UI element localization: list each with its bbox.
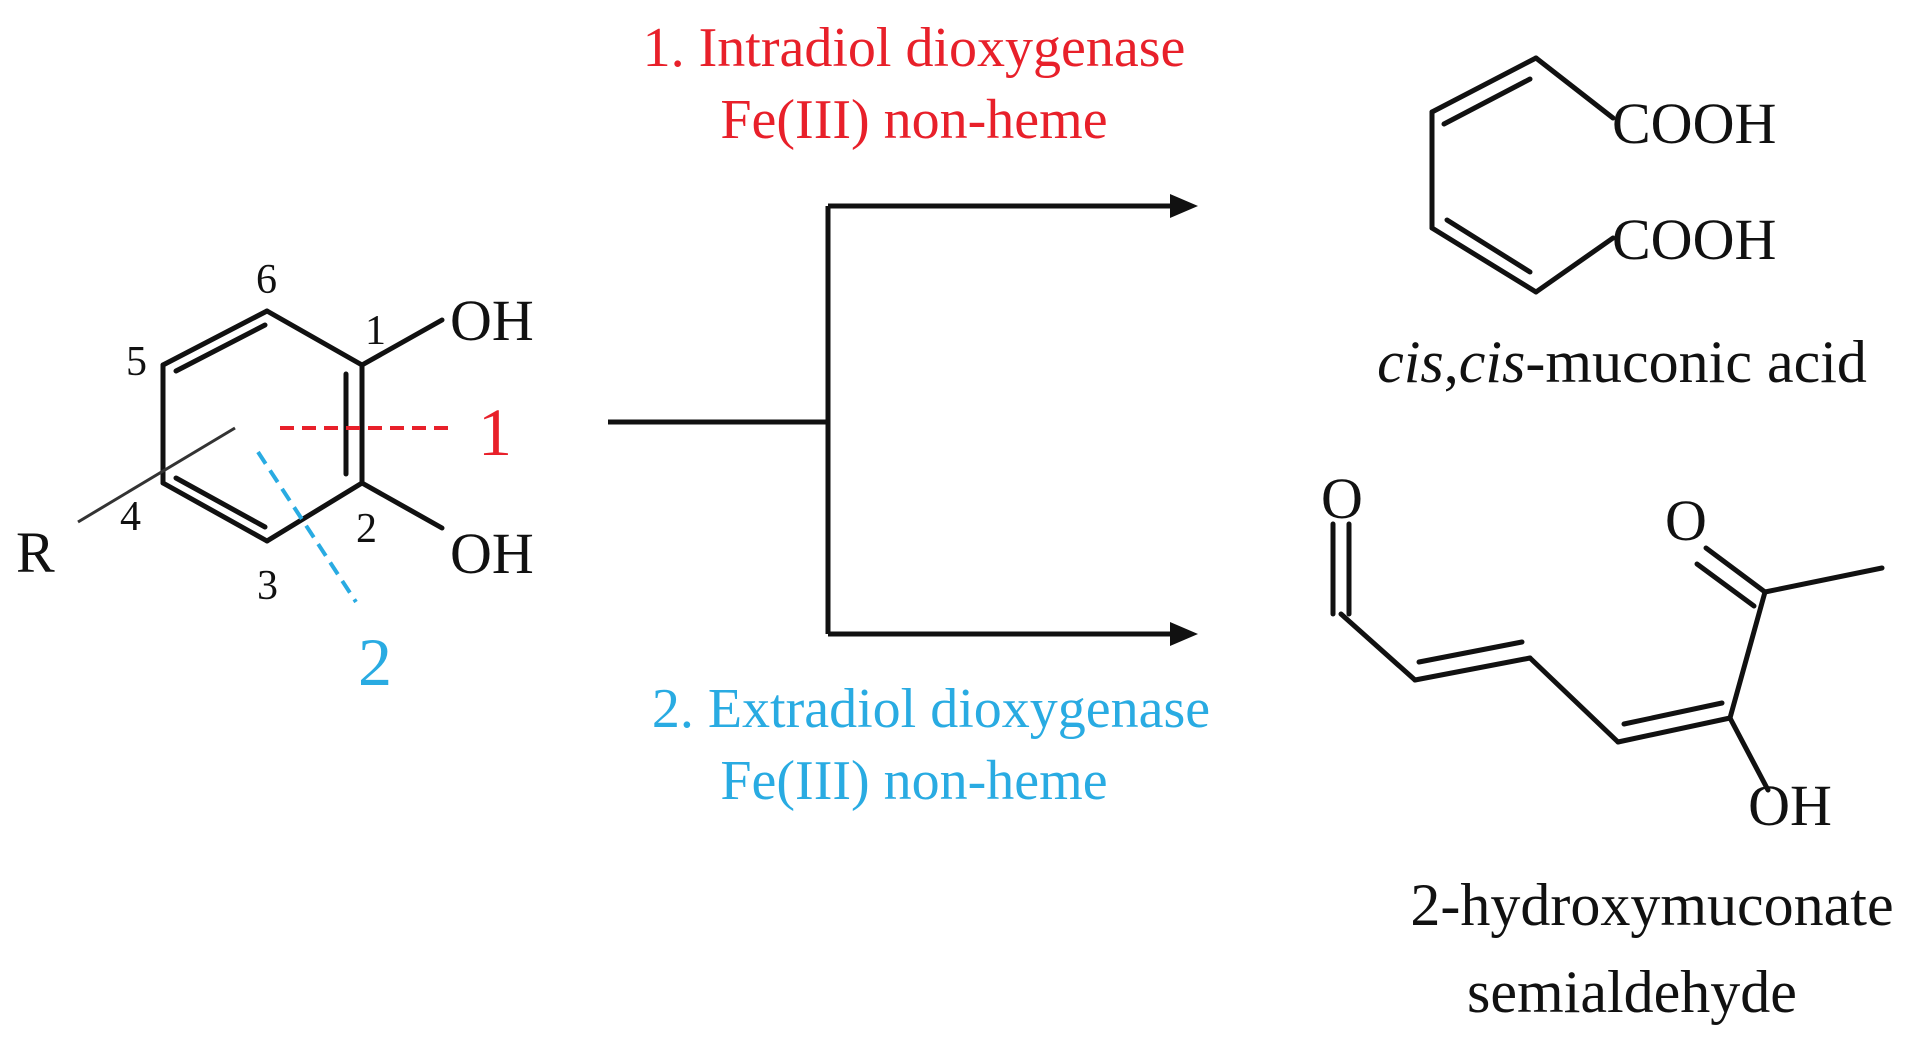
hms-bond-5 [1727,589,1768,721]
hms-name-line1: 2-hydroxymuconate [1410,872,1893,938]
extradiol-cofactor-label: Fe(III) non-heme [720,750,1107,812]
hms-bond-1 [1338,611,1418,683]
hms-bond-ketone [1703,545,1768,595]
muconic-acid-structure: COOH COOH [1429,55,1776,295]
bond-c2-oh [359,480,445,531]
muconic-name-sep: , [1444,329,1459,395]
hydroxyl-bottom-label: OH [450,521,534,586]
hms-aldehyde-oxygen: O [1321,466,1363,531]
hms-double-bond-4 [1621,700,1725,727]
muconic-cooh-bottom: COOH [1612,207,1776,272]
arrow-extradiol-head [1170,622,1198,646]
intradiol-cofactor-label: Fe(III) non-heme [720,89,1107,151]
ring-bond-5-6 [160,308,270,368]
muconic-name-rest: -muconic acid [1525,329,1867,395]
muconic-name-cis-2: cis [1459,329,1526,395]
extradiol-cleavage-line [256,450,358,604]
muconic-acid-name: cis,cis-muconic acid [1377,329,1867,395]
hms-bond-methyl [1762,565,1885,595]
hms-bond-3 [1527,655,1621,745]
ring-bond-3-4 [160,480,270,544]
ring-double-bond-3-4 [173,475,268,530]
extradiol-enzyme-label: 2. Extradiol dioxygenase [652,678,1210,740]
position-2-label: 2 [356,506,377,552]
bond-r-substituent [77,426,236,524]
branching-arrows [608,194,1198,646]
ring-bond-6-1 [264,308,365,368]
hms-bond-2 [1412,655,1533,683]
muconic-double-bond-1 [1441,76,1533,127]
position-4-label: 4 [120,494,141,540]
hydroxyl-top-label: OH [450,288,534,353]
intradiol-cleavage-marker: 1 [478,394,512,470]
extradiol-cleavage-marker: 2 [358,624,392,700]
position-1-label: 1 [365,308,386,354]
hms-hydroxyl: OH [1748,773,1832,838]
intradiol-enzyme-label: 1. Intradiol dioxygenase [643,17,1186,79]
catechol-structure: OH OH R 1 2 3 4 5 6 [16,257,534,609]
hms-double-bond-ketone [1694,561,1757,609]
ring-bond-2-3 [264,480,365,544]
hms-bond-oh [1727,715,1771,793]
hms-structure: O O OH [1321,466,1885,838]
muconic-bond-1 [1429,55,1539,115]
hms-ketone-oxygen: O [1665,488,1707,553]
muconic-cooh-top: COOH [1612,91,1776,156]
position-5-label: 5 [126,339,147,385]
hms-bond-4 [1615,715,1733,745]
position-6-label: 6 [256,257,277,303]
substituent-label: R [16,520,55,585]
muconic-bond-cooh-bottom [1533,235,1616,295]
bond-c1-oh [359,317,445,368]
ring-double-bond-5-6 [173,322,268,374]
muconic-bond-cooh-top [1533,55,1616,121]
hms-double-bond-2 [1416,639,1525,665]
muconic-bond-3 [1429,225,1539,295]
muconic-double-bond-3 [1444,217,1533,275]
arrow-intradiol-head [1170,194,1198,218]
muconic-name-cis-1: cis [1377,329,1444,395]
position-3-label: 3 [257,563,278,609]
hms-name-line2: semialdehyde [1467,959,1797,1025]
